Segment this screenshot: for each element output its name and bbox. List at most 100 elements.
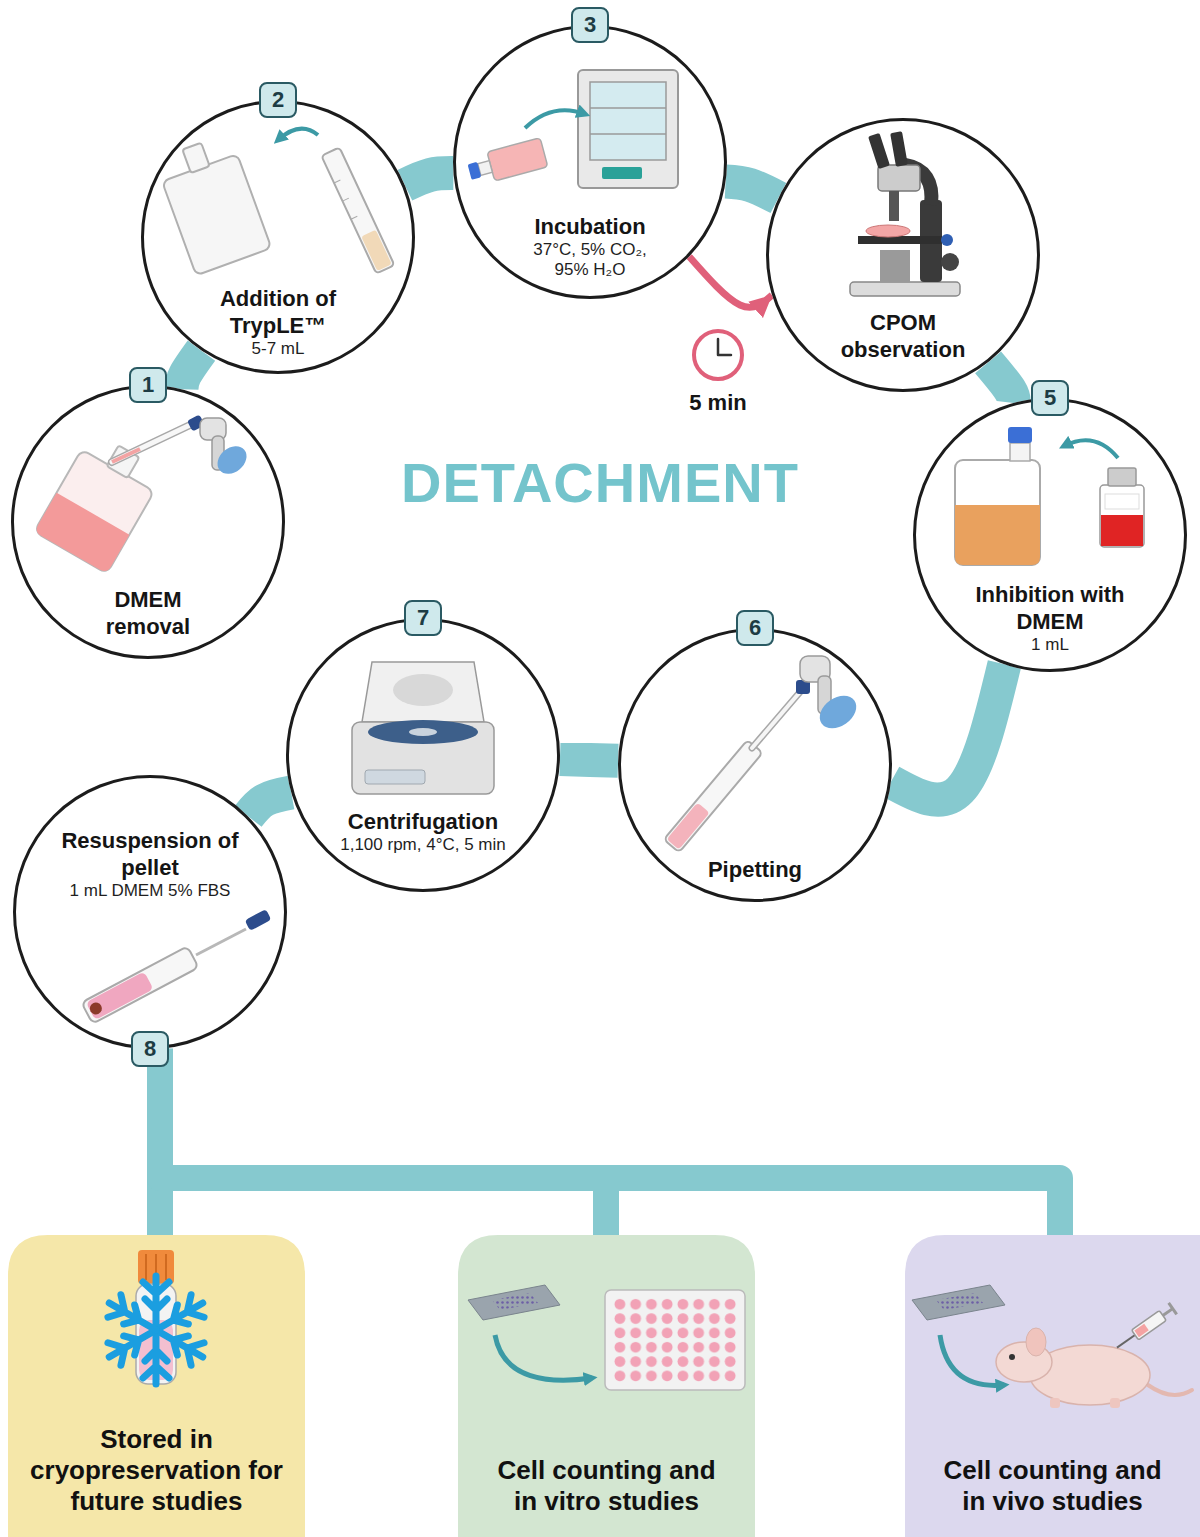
microscope-illustration-part — [941, 253, 959, 271]
circle-outline — [13, 775, 287, 1049]
resuspension-illustration-part-part — [88, 1000, 104, 1016]
flow-band — [891, 664, 1004, 799]
microscope-illustration-part — [880, 250, 910, 282]
step-title: Incubation — [515, 213, 665, 240]
outcome-label: Stored in cryopreservation for future st… — [18, 1424, 295, 1517]
flow-band — [560, 759, 618, 761]
duration-label: 5 min — [685, 390, 750, 416]
pipetting-illustration-part-part — [664, 740, 763, 852]
flow-band — [726, 181, 779, 198]
in-vivo-illustration — [912, 1285, 1192, 1408]
inhibition-illustration-part — [1008, 427, 1032, 443]
circle-outline — [13, 387, 284, 658]
trypsin-addition-illustration — [154, 129, 394, 276]
outcome-panel: Cell counting and in vitro studies — [458, 1235, 755, 1537]
panel-grounds-part — [8, 1235, 305, 1537]
flow-band — [405, 173, 454, 185]
trypsin-addition-illustration-part-part — [182, 143, 209, 173]
step-badge: 1 — [129, 367, 167, 403]
incubator-illustration-part — [602, 167, 642, 179]
microscope-illustration-part — [866, 225, 910, 237]
text-stack: DMEM removal — [73, 586, 223, 640]
text-stack: Cell counting and in vitro studies — [487, 1455, 727, 1517]
inhibition-illustration-part — [1101, 515, 1143, 546]
diagram-title: DETACHMENT — [401, 451, 799, 515]
cryotube-illustration-part-part — [103, 1292, 163, 1342]
outcome-panel: Stored in cryopreservation for future st… — [8, 1235, 305, 1537]
in-vivo-illustration-part — [936, 1293, 983, 1310]
title-box: DETACHMENT — [401, 451, 799, 515]
cryotube-illustration-part — [145, 1254, 147, 1280]
microscope-illustration-part — [878, 165, 920, 191]
microscope-illustration-part — [941, 234, 953, 246]
outcome-label: Cell counting and in vitro studies — [487, 1455, 727, 1517]
in-vivo-illustration-part — [1110, 1398, 1120, 1408]
text-stack: Resuspension of pellet1 mL DMEM 5% FBS — [43, 827, 258, 901]
trypsin-addition-illustration-part-part — [361, 230, 392, 271]
step-detail: 37°C, 5% CO₂, 95% H₂O — [515, 240, 665, 280]
step-disks-part — [141, 100, 415, 374]
flask-removal-illustration — [34, 414, 252, 573]
in-vitro-illustration-part — [605, 1290, 745, 1390]
step-number: 7 — [404, 600, 442, 636]
in-vivo-illustration-part — [912, 1285, 1005, 1320]
clock-icon — [694, 331, 742, 379]
incubator-illustration-part — [590, 82, 666, 160]
panel-grounds — [8, 1235, 1200, 1537]
inhibition-illustration-part — [1064, 440, 1118, 458]
flask-removal-illustration-part-part — [34, 449, 154, 573]
incubator-illustration-part — [525, 110, 585, 128]
resuspension-illustration-part — [196, 929, 246, 955]
step-circle: Inhibition with DMEM1 mL5 — [913, 398, 1187, 672]
step-disks — [11, 25, 1187, 1049]
step-badge: 3 — [571, 7, 609, 43]
inhibition-illustration-part — [1108, 468, 1136, 486]
step-disks-part — [11, 385, 285, 659]
in-vivo-illustration-part-part — [1169, 1303, 1177, 1314]
in-vivo-illustration-part — [1148, 1385, 1192, 1395]
clock-icon-part — [718, 339, 731, 355]
trypsin-addition-illustration-part-part — [334, 180, 340, 183]
in-vivo-illustration-part — [1113, 1303, 1177, 1353]
trypsin-addition-illustration-part-part — [162, 154, 271, 275]
pipetting-illustration-part — [814, 689, 863, 735]
timed-arrow — [689, 257, 772, 308]
resuspension-illustration-part — [245, 909, 272, 931]
flow-band — [181, 351, 201, 390]
step-title: Pipetting — [665, 856, 845, 883]
inhibition-illustration — [955, 427, 1144, 565]
resuspension-illustration-part-part — [81, 946, 198, 1024]
incubator-illustration-part-part — [487, 138, 548, 181]
incubator-illustration-part-part — [468, 162, 482, 180]
text-stack: Incubation37°C, 5% CO₂, 95% H₂O — [515, 213, 665, 280]
pipetting-illustration-part-part — [667, 803, 710, 850]
text-stack: Cell counting and in vivo studies — [933, 1455, 1173, 1517]
inhibition-illustration-part — [1100, 485, 1144, 547]
circle-outline — [768, 120, 1039, 391]
centrifuge-illustration-part — [393, 674, 453, 706]
incubator-illustration-part — [466, 138, 548, 187]
step-detail: 5-7 mL — [188, 339, 368, 359]
in-vivo-illustration-part-part — [1134, 1324, 1148, 1337]
incubator-illustration-part — [590, 133, 666, 135]
pipetting-illustration-part — [664, 740, 763, 852]
trypsin-addition-illustration-part — [321, 147, 394, 273]
step-number: 8 — [131, 1031, 169, 1067]
microscope-illustration-part — [868, 133, 890, 169]
resuspension-illustration-part — [81, 946, 198, 1024]
pipetting-illustration-part — [752, 692, 800, 748]
incubator-illustration-part — [578, 70, 678, 188]
step-disks-part — [453, 25, 727, 299]
step-detail: 1 mL — [955, 635, 1145, 655]
outcome-label: Cell counting and in vivo studies — [933, 1455, 1173, 1517]
step-title: CPOM observation — [828, 309, 978, 363]
circle-outline — [455, 27, 726, 298]
step-title: Addition of TrypLE™ — [188, 285, 368, 339]
step-title: Centrifugation — [313, 808, 533, 835]
centrifuge-illustration-part — [409, 728, 437, 736]
step-badge: 7 — [404, 600, 442, 636]
step-title: Resuspension of pellet — [43, 827, 258, 881]
step-circle: Pipetting6 — [618, 628, 892, 902]
